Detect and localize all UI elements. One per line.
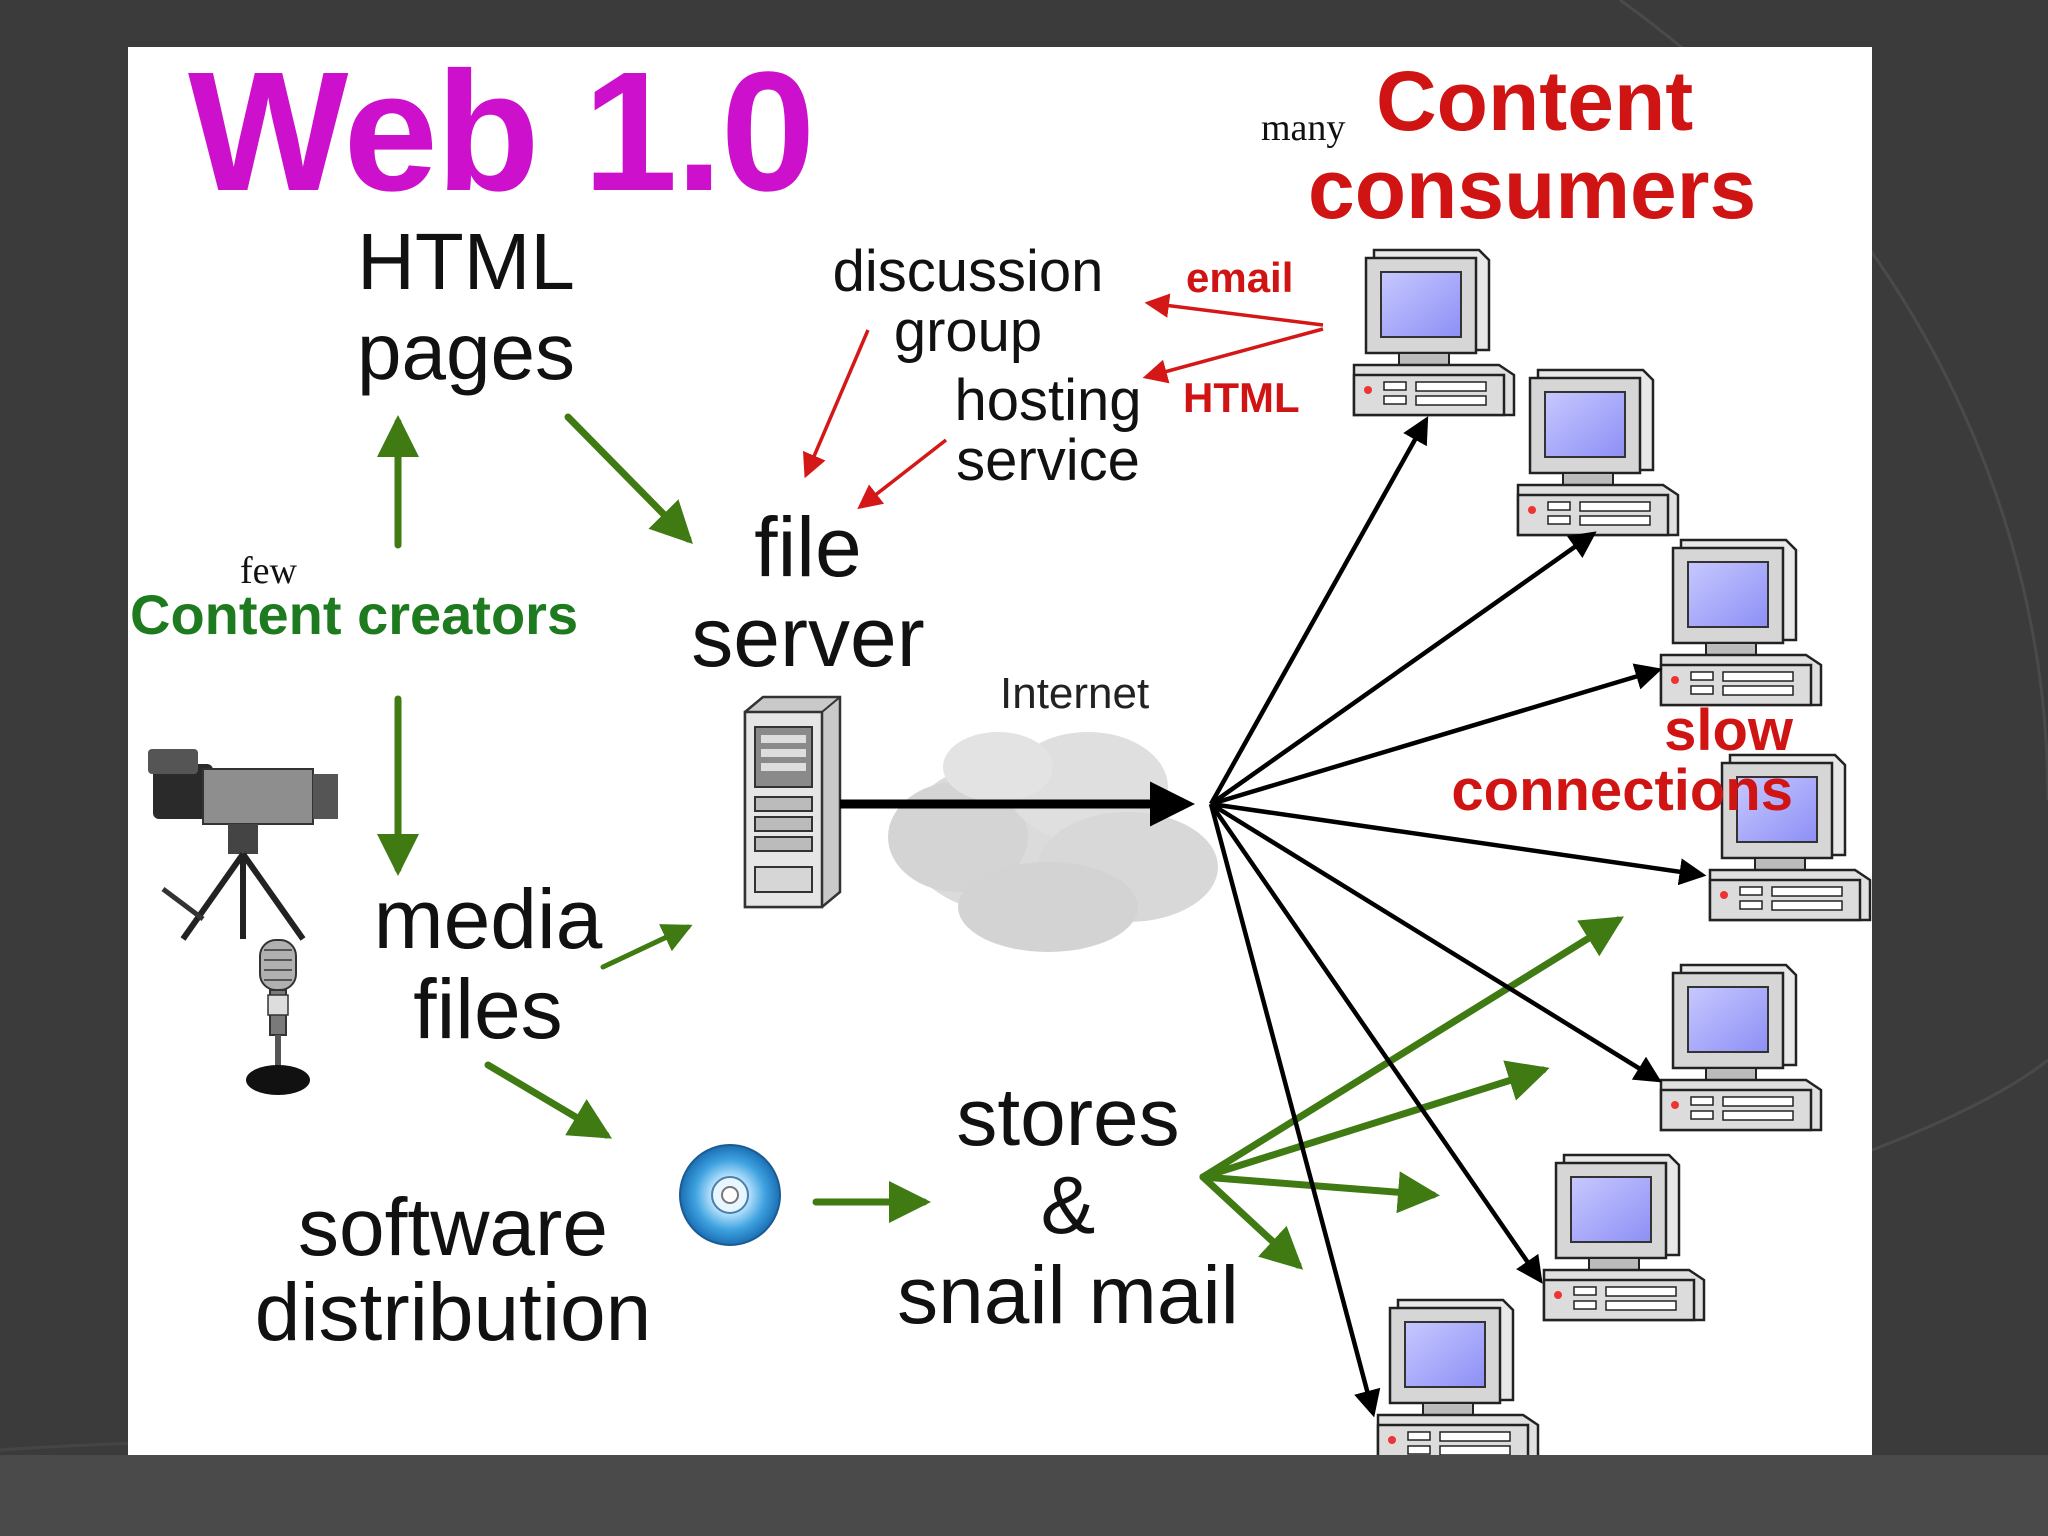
computer-icon <box>1376 1298 1540 1455</box>
internet-label: Internet <box>1000 669 1150 718</box>
software-distribution-line2: distribution <box>254 1267 652 1358</box>
arrow-discussion-to-server <box>802 329 870 479</box>
edge-label-html: HTML <box>1183 374 1300 421</box>
slow-connections-line2: connections <box>1451 758 1793 823</box>
creators-label: Content creators <box>130 583 579 646</box>
arrow-stores-to-consumer-3 <box>1199 1171 1440 1214</box>
arrow-html-to-server <box>564 413 693 544</box>
arrow-internet-to-consumer-5 <box>1209 802 1662 1083</box>
file-server-line2: server <box>691 590 925 684</box>
arrow-stores-to-consumer-1 <box>1199 916 1624 1181</box>
arrow-internet-to-consumer-6 <box>1209 802 1543 1284</box>
microphone-icon <box>246 939 310 1095</box>
arrow-stores-to-consumer-2 <box>1199 1060 1550 1181</box>
arrow-internet-to-consumer-7 <box>1208 803 1381 1418</box>
creators-prefix: few <box>240 550 297 592</box>
arrow-html <box>1142 327 1324 384</box>
hosting-service-line1: hosting <box>954 368 1142 433</box>
slow-connections-line1: slow <box>1664 698 1793 763</box>
server-icon <box>743 695 842 909</box>
computer-icon <box>1352 248 1516 417</box>
arrow-internet-to-consumer-4 <box>1210 801 1707 886</box>
stores-line1: stores <box>956 1072 1180 1163</box>
consumers-label-line1: Content <box>1376 54 1694 148</box>
arrow-email <box>1144 293 1324 327</box>
computer-icon <box>1659 963 1823 1132</box>
arrow-hosting-to-server <box>857 438 948 510</box>
software-distribution-line1: software <box>298 1182 608 1273</box>
arrow-stores-to-consumer-4 <box>1199 1173 1304 1270</box>
diagram-slide: Web 1.0 many Content consumers HTML page… <box>128 47 1872 1455</box>
arrow-internet-to-consumer-1 <box>1209 416 1429 806</box>
diagram-canvas <box>148 248 1872 1455</box>
stores-line3: snail mail <box>897 1250 1239 1341</box>
hosting-service-line2: service <box>956 428 1140 493</box>
cloud-icon <box>888 732 1218 952</box>
computer-icon <box>1516 368 1680 537</box>
media-files-line2: files <box>413 962 563 1056</box>
cd-icon <box>679 1144 781 1246</box>
computer-icon <box>1659 538 1823 707</box>
video-camera-icon <box>148 749 338 941</box>
arrow-media-to-software <box>484 1061 613 1139</box>
edge-label-email: email <box>1186 254 1294 301</box>
arrow-media-to-server <box>600 924 693 970</box>
stores-line2: & <box>1040 1160 1096 1251</box>
slide-title: Web 1.0 <box>188 47 815 227</box>
media-files-line1: media <box>373 872 603 966</box>
consumers-label-line2: consumers <box>1308 142 1757 236</box>
consumers-prefix: many <box>1261 107 1346 149</box>
discussion-group-line1: discussion <box>832 239 1104 304</box>
file-server-line1: file <box>754 500 862 594</box>
html-pages-line1: HTML <box>357 217 575 306</box>
computer-icon <box>1542 1153 1706 1322</box>
html-pages-line2: pages <box>357 307 575 396</box>
arrow-internet-to-consumer-2 <box>1209 531 1597 806</box>
discussion-group-line2: group <box>893 299 1043 364</box>
arrow-internet-to-consumer-3 <box>1210 663 1663 807</box>
